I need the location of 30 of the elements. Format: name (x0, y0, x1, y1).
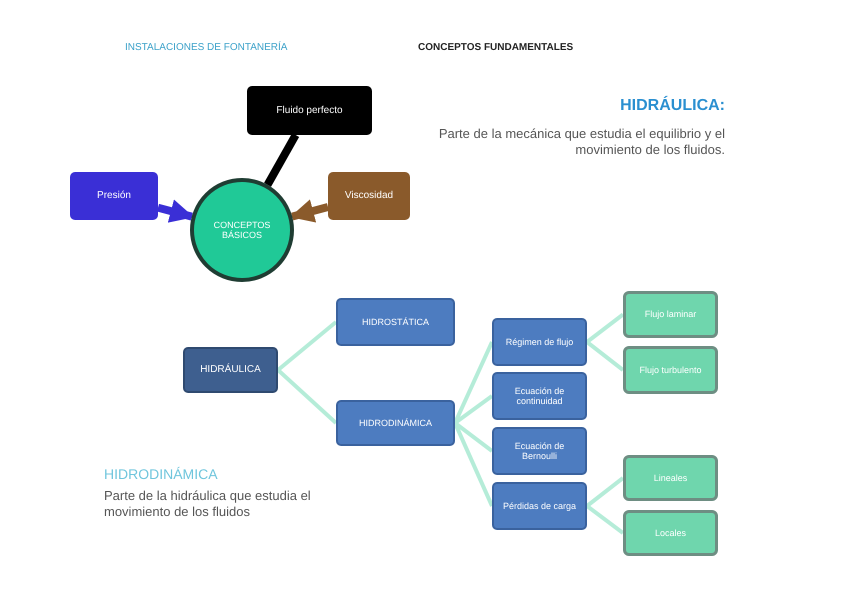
connector-line (156, 200, 194, 223)
connector-line (290, 199, 330, 223)
callout-box: Fluido perfecto (247, 86, 372, 135)
topic-box: HIDROSTÁTICA (336, 298, 455, 346)
connector-line (264, 133, 300, 187)
connector-line (586, 504, 624, 535)
header-text: INSTALACIONES DE FONTANERÍA (125, 42, 288, 54)
connector-line (276, 368, 338, 424)
subtopic-box: Flujo turbulento (623, 346, 718, 394)
subtopic-box: Lineales (623, 455, 718, 501)
subtopic-box: Locales (623, 510, 718, 556)
description-text: Parte de la hidráulica que estudia el movimiento de los fluidos (104, 488, 312, 520)
header-text: CONCEPTOS FUNDAMENTALES (418, 42, 574, 54)
topic-box: Ecuación de Bernoulli (492, 427, 587, 475)
topic-box: HIDRODINÁMICA (336, 400, 455, 446)
callout-box: Viscosidad (328, 172, 410, 220)
connector-line (276, 320, 338, 372)
connector-line (586, 340, 624, 372)
topic-box: Ecuación de continuidad (492, 372, 587, 420)
subtopic-box: Flujo laminar (623, 291, 718, 338)
description-text: Parte de la mecánica que estudia el equilibrio y el movimiento de los fluidos. (438, 126, 725, 158)
heading: HIDRODINÁMICA (104, 466, 219, 484)
topic-box: Pérdidas de carga (492, 482, 587, 530)
connector-line (586, 476, 624, 508)
heading: HIDRÁULICA: (619, 96, 725, 116)
root-box: HIDRÁULICA (183, 347, 278, 393)
connector-line (586, 312, 624, 344)
topic-box: Régimen de flujo (492, 318, 587, 366)
callout-box: Presión (70, 172, 158, 220)
concept-circle: CONCEPTOS BÁSICOS (190, 178, 294, 282)
